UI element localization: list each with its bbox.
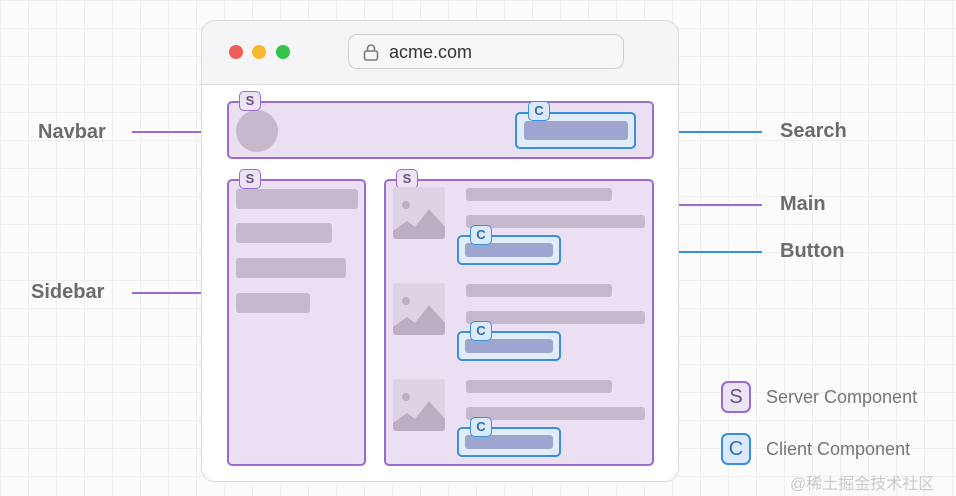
- main-label: Main: [780, 193, 826, 215]
- lock-icon: [363, 44, 379, 61]
- button-placeholder: [465, 243, 553, 257]
- minimize-dot: [252, 45, 266, 59]
- sidebar-box: [227, 179, 366, 466]
- sidebar-item: [236, 258, 346, 278]
- sidebar-item: [236, 189, 358, 209]
- avatar: [236, 110, 278, 152]
- close-dot: [229, 45, 243, 59]
- legend-server-badge: S: [721, 381, 751, 413]
- content-line: [466, 380, 612, 393]
- sidebar-item: [236, 293, 310, 313]
- button-client-badge: C: [470, 417, 492, 437]
- search-input-placeholder: [524, 121, 628, 140]
- maximize-dot: [276, 45, 290, 59]
- content-line: [466, 188, 612, 201]
- search-label: Search: [780, 120, 847, 142]
- button-placeholder: [465, 435, 553, 449]
- content-line: [466, 407, 645, 420]
- navbar-label: Navbar: [38, 121, 106, 143]
- image-placeholder-icon: [393, 187, 445, 239]
- navbar-server-badge: S: [239, 91, 261, 111]
- button-label: Button: [780, 240, 845, 262]
- sidebar-item: [236, 223, 332, 243]
- button-client-badge: C: [470, 225, 492, 245]
- content-line: [466, 284, 612, 297]
- content-line: [466, 215, 645, 228]
- url-bar: acme.com: [348, 34, 624, 69]
- button-placeholder: [465, 339, 553, 353]
- main-server-badge: S: [396, 169, 418, 189]
- button-box: [457, 427, 561, 457]
- browser-titlebar: acme.com: [202, 21, 678, 85]
- content-line: [466, 311, 645, 324]
- legend-client-badge: C: [721, 433, 751, 465]
- search-client-badge: C: [528, 101, 550, 121]
- sidebar-server-badge: S: [239, 169, 261, 189]
- sidebar-label: Sidebar: [31, 281, 105, 303]
- button-box: [457, 235, 561, 265]
- url-text: acme.com: [389, 42, 473, 62]
- image-placeholder-icon: [393, 379, 445, 431]
- legend-client-text: Client Component: [766, 439, 911, 459]
- legend-server-text: Server Component: [766, 387, 918, 407]
- button-box: [457, 331, 561, 361]
- image-placeholder-icon: [393, 283, 445, 335]
- button-client-badge: C: [470, 321, 492, 341]
- watermark: @稀土掘金技术社区: [790, 476, 935, 493]
